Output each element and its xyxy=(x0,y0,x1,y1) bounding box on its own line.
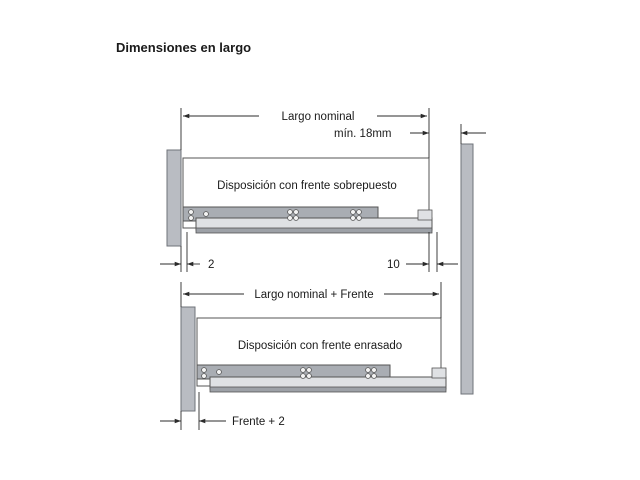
right-front-panel xyxy=(460,143,474,395)
top-runner xyxy=(182,206,433,234)
top-box-label: Disposición con frente sobrepuesto xyxy=(217,180,397,192)
bottom-dim-main-label: Largo nominal + Frente xyxy=(254,289,373,301)
diagram-title: Dimensiones en largo xyxy=(116,40,251,55)
top-dim-left-label: 2 xyxy=(208,259,214,271)
top-dim-min-label: mín. 18mm xyxy=(334,128,392,140)
top-cabinet-side-panel xyxy=(166,149,182,247)
top-dim-right-label: 10 xyxy=(387,259,400,271)
top-layout: Disposición con frente sobrepuesto xyxy=(160,106,486,395)
bottom-layout: Disposición con frente enrasado xyxy=(160,282,447,430)
top-dim-main-label: Largo nominal xyxy=(282,111,355,123)
bottom-box-label: Disposición con frente enrasado xyxy=(238,340,402,352)
bottom-dim-left-label: Frente + 2 xyxy=(232,416,285,428)
bottom-extension-lines xyxy=(180,282,442,430)
bottom-runner xyxy=(196,364,447,393)
bottom-cabinet-side-panel xyxy=(180,306,196,412)
